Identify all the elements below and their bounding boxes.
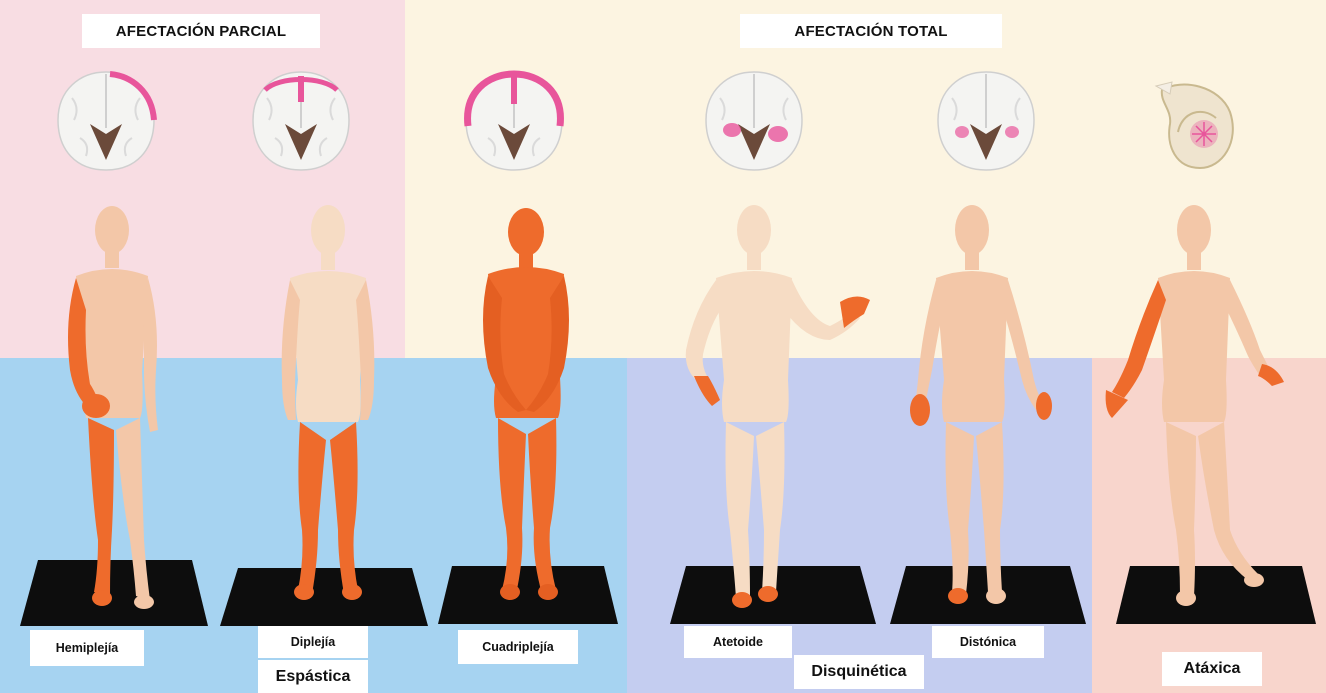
figure-hemiplegia bbox=[58, 200, 178, 615]
partial-affection-header: AFECTACIÓN PARCIAL bbox=[82, 14, 320, 48]
figure-quadriplegia bbox=[468, 198, 588, 603]
figure-diplegia bbox=[268, 200, 388, 605]
label-athetoid: Atetoide bbox=[684, 626, 792, 658]
brain-athetoid-icon bbox=[698, 68, 810, 178]
cerebellum-ataxic-icon bbox=[1142, 72, 1254, 182]
label-quadriplegia: Cuadriplejía bbox=[458, 630, 578, 664]
group-label-ataxic: Atáxica bbox=[1162, 652, 1262, 686]
figure-dystonic bbox=[906, 200, 1066, 612]
figure-athetoid bbox=[680, 200, 876, 612]
brain-hemiplegia-icon bbox=[50, 68, 162, 178]
total-affection-header: AFECTACIÓN TOTAL bbox=[740, 14, 1002, 48]
brain-dystonic-icon bbox=[930, 68, 1042, 178]
label-hemiplegia: Hemiplejía bbox=[30, 630, 144, 666]
brain-diplegia-icon bbox=[245, 68, 357, 178]
brain-quadriplegia-icon bbox=[458, 68, 570, 178]
figure-ataxic bbox=[1100, 200, 1300, 612]
group-label-spastic: Espástica bbox=[258, 660, 368, 693]
label-dystonic: Distónica bbox=[932, 626, 1044, 658]
label-diplegia: Diplejía bbox=[258, 626, 368, 658]
group-label-dyskinetic: Disquinética bbox=[794, 655, 924, 689]
